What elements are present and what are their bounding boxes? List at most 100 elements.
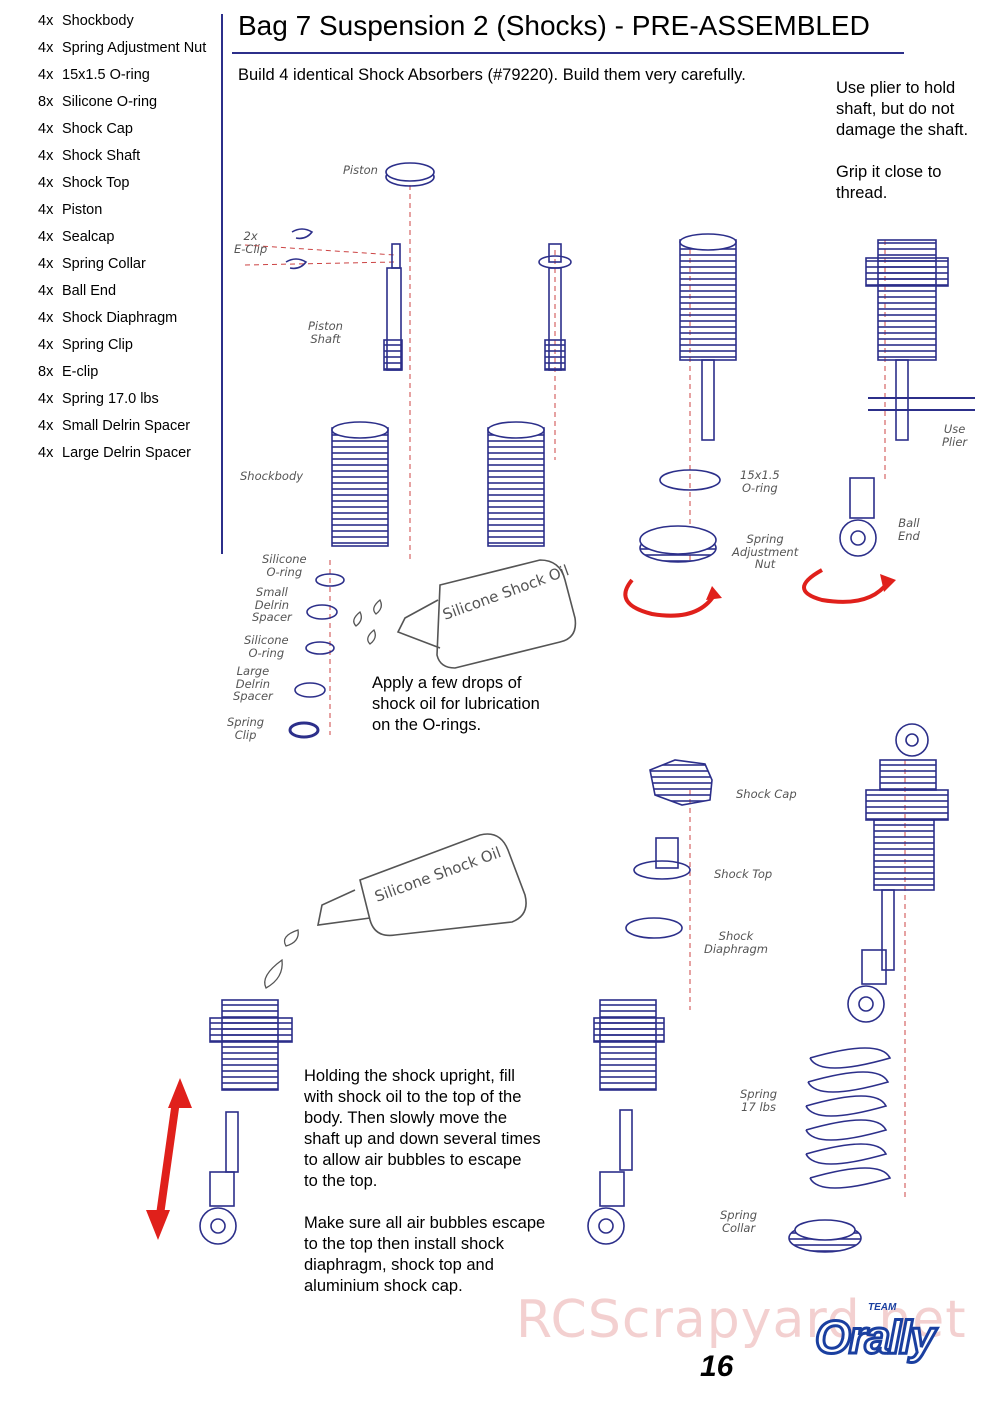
label-shock-diaphragm: Shock Diaphragm (704, 929, 768, 956)
eclip-1 (291, 228, 314, 240)
label-large-delrin: Large Delrin Spacer (233, 664, 273, 703)
label-use-plier: Use Plier (942, 422, 968, 449)
parts-list-item: 4x Spring 17.0 lbs (38, 390, 238, 417)
parts-list-item: 4x Small Delrin Spacer (38, 417, 238, 444)
part-name: E-clip (62, 364, 99, 380)
label-small-delrin: Small Delrin Spacer (252, 585, 292, 624)
oil-note: Apply a few drops of shock oil for lubri… (372, 674, 540, 734)
part-quantity: 4x (38, 283, 54, 299)
part-name: Shock Top (62, 175, 130, 191)
plier (868, 397, 975, 411)
parts-list-item: 4x Shock Cap (38, 120, 238, 147)
parts-list-item: 4x Large Delrin Spacer (38, 444, 238, 471)
parts-list-item: 4x Shockbody (38, 12, 238, 39)
rotation-arrows (623, 568, 890, 618)
logo-team-text: TEAM (868, 1302, 897, 1313)
part-quantity: 4x (38, 418, 54, 434)
eclip-2 (285, 258, 308, 270)
part-name: Shock Cap (62, 121, 133, 137)
parts-list-item: 8x E-clip (38, 363, 238, 390)
piston-part (385, 162, 435, 187)
final-shock (847, 723, 949, 1023)
watermark: RCScrapyard.net (516, 1290, 967, 1350)
part-quantity: 4x (38, 40, 54, 56)
shockbody-3 (679, 233, 737, 441)
part-name: Silicone O-ring (62, 94, 158, 110)
part-quantity: 8x (38, 94, 54, 110)
part-name: Sealcap (62, 229, 115, 245)
part-name: Shock Shaft (62, 148, 141, 164)
parts-list-item: 4x Piston (38, 201, 238, 228)
part-name: Piston (62, 202, 103, 218)
part-quantity: 8x (38, 364, 54, 380)
oring-15x15 (659, 469, 721, 491)
part-name: Large Delrin Spacer (62, 445, 191, 461)
label-shockbody: Shockbody (240, 469, 304, 483)
part-quantity: 4x (38, 13, 54, 29)
label-shock-cap: Shock Cap (736, 787, 797, 801)
part-name: 15x1.5 O-ring (62, 67, 150, 83)
label-ball-end: Ball End (898, 516, 920, 543)
label-eclip: 2x E-Clip (234, 229, 268, 256)
ball-end-1 (839, 477, 877, 557)
label-silicone-oring-2: Silicone O-ring (244, 633, 289, 660)
part-quantity: 4x (38, 148, 54, 164)
page-title: Bag 7 Suspension 2 (Shocks) - PRE-ASSEMB… (238, 10, 870, 41)
shockbody-1 (331, 421, 389, 547)
shock-cap (649, 759, 713, 806)
spring-adjust-nut (639, 525, 717, 563)
piston-shaft-2 (538, 243, 572, 371)
shock-fill (199, 999, 293, 1245)
parts-list-item: 8x Silicone O-ring (38, 93, 238, 120)
part-quantity: 4x (38, 310, 54, 326)
label-piston-shaft: Piston Shaft (308, 319, 343, 346)
part-name: Spring Clip (62, 337, 133, 353)
page-number: 16 (700, 1350, 734, 1383)
parts-list-item: 4x 15x1.5 O-ring (38, 66, 238, 93)
part-name: Small Delrin Spacer (62, 418, 191, 434)
parts-list-item: 4x Shock Diaphragm (38, 309, 238, 336)
label-oring-15: 15x1.5 O-ring (740, 468, 780, 495)
label-shock-top: Shock Top (714, 867, 773, 881)
vertical-divider (221, 14, 223, 554)
red-arrowheads (146, 574, 896, 1240)
part-name: Shock Diaphragm (62, 310, 178, 326)
part-quantity: 4x (38, 337, 54, 353)
fill-note: Holding the shock upright, fill with sho… (304, 1067, 546, 1295)
label-piston: Piston (343, 163, 378, 177)
shock-diaphragm (625, 917, 683, 939)
piston-shaft-1 (383, 243, 403, 371)
part-quantity: 4x (38, 391, 54, 407)
parts-list-item: 4x Spring Adjustment Nut (38, 39, 238, 66)
part-quantity: 4x (38, 202, 54, 218)
oil-drops (264, 598, 382, 989)
part-name: Spring Adjustment Nut (62, 40, 207, 56)
part-name: Ball End (62, 283, 117, 299)
parts-list-item: 4x Spring Clip (38, 336, 238, 363)
part-quantity: 4x (38, 256, 54, 272)
brand-logo: Orally (813, 1310, 936, 1365)
parts-list-item: 4x Sealcap (38, 228, 238, 255)
label-spring-adj-nut: Spring Adjustment Nut (732, 532, 799, 571)
part-quantity: 4x (38, 229, 54, 245)
label-silicone-oring-1: Silicone O-ring (262, 552, 307, 579)
part-name: Spring 17.0 lbs (62, 391, 159, 407)
part-quantity: 4x (38, 445, 54, 461)
part-name: Shockbody (62, 13, 134, 29)
shock-top (633, 837, 691, 880)
shockbody-2 (487, 421, 545, 547)
page-subtitle: Build 4 identical Shock Absorbers (#7922… (238, 66, 746, 84)
part-quantity: 4x (38, 121, 54, 137)
oil-bottle-2 (316, 833, 527, 937)
title-underline (232, 52, 904, 54)
plier-note: Use plier to hold shaft, but do not dama… (836, 79, 969, 202)
spring-collar (788, 1219, 862, 1253)
shock-diaphragm-body (587, 999, 665, 1245)
spring (805, 1047, 892, 1189)
parts-list-item: 4x Ball End (38, 282, 238, 309)
part-quantity: 4x (38, 67, 54, 83)
